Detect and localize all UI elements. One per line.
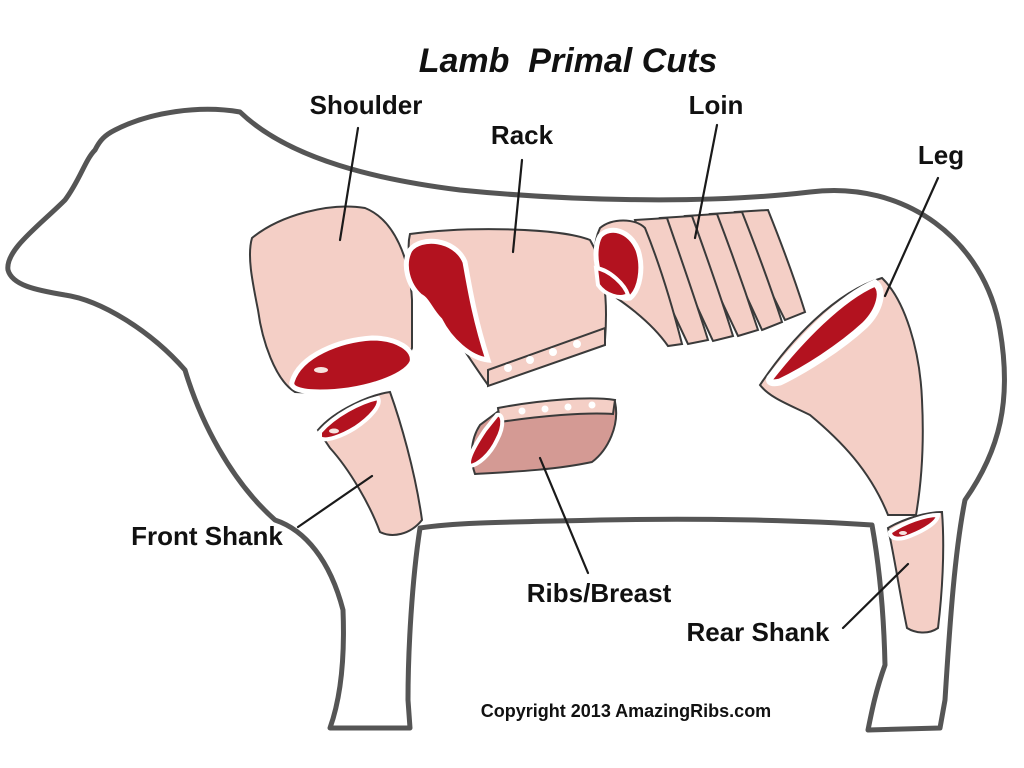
shoulder-cut-face [289,335,415,395]
shoulder-leader [338,126,360,242]
loin-leader [693,123,719,240]
diagram-title: Lamb Primal Cuts [419,42,718,80]
leg-cut-face [766,279,884,387]
front-shank-bone [329,428,339,434]
rack-label: Rack [491,120,554,150]
ribs-breast-leader [538,456,590,575]
ribs-breast-label: Ribs/Breast [527,578,672,608]
rack-leader [511,158,524,254]
front-shank-label: Front Shank [131,521,283,551]
shoulder-label: Shoulder [310,90,423,120]
rack-rib-bone [549,348,557,356]
rear-shank-label: Rear Shank [686,617,830,647]
ribs-breast-top [496,397,617,424]
ribs-breast-bone [541,405,549,413]
sheep-silhouette [5,106,1007,733]
rack-rib-bone [504,364,512,372]
front-shank-cut [316,390,424,536]
loin-cut-face-small [593,265,631,299]
rear-shank-cut [886,510,945,634]
rear-shank-body [886,510,945,634]
ribs-breast-bone [518,407,526,415]
leg-cut [758,276,924,516]
ribs-breast-bone [564,403,572,411]
loin-cut [593,208,807,348]
shoulder-cut [249,205,415,395]
leg-leader [883,176,940,298]
loin-label: Loin [689,90,744,120]
ribs-breast-bone [588,401,596,409]
rear-shank-bone [899,531,907,535]
rear-shank-leader [841,562,910,630]
front-shank-leader [296,474,374,529]
copyright-notice: Copyright 2013 AmazingRibs.com [481,701,771,721]
rack-rib-bone [526,356,534,364]
ribs-breast-face [467,412,505,469]
rack-cut-face [403,238,492,363]
ribs-breast-cut [467,397,618,476]
leg-label: Leg [918,140,964,170]
rack-rib-bone [573,340,581,348]
rack-cut [403,228,608,388]
shoulder-cut-bone [314,367,328,373]
